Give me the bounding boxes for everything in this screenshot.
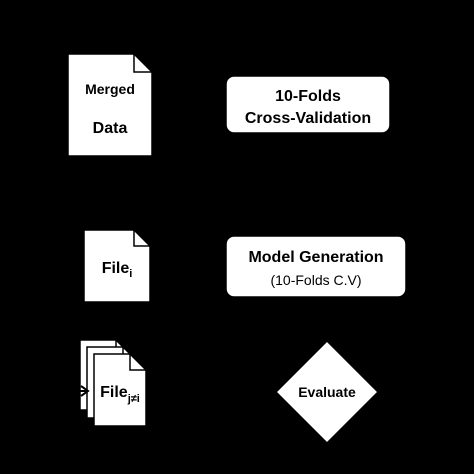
merged-data-document: Merged Data [67,53,153,157]
cross-validation-box-shape [225,75,391,134]
file-j-document-front [93,353,147,427]
file-i-document-fold [133,230,150,247]
file-i-document: Filei [83,229,151,303]
file-i-label-subscript: i [129,268,132,280]
merged-data-document-fold [133,54,152,73]
model-generation-title: Model Generation [248,249,383,266]
file-i-label: Filei [102,260,133,280]
evaluate-label: Evaluate [298,384,356,400]
merged-data-document-shape [67,53,153,157]
merged-data-label-line1: Merged [85,81,135,97]
file-j-label-base: File [100,384,128,401]
file-j-label: Filej≠i [100,384,140,405]
file-j-label-subscript: j≠i [127,393,140,405]
cross-validation-box: 10-Folds Cross-Validation [225,75,391,134]
file-j-document-stack: Filej≠i [72,339,147,427]
model-generation-box: Model Generation (10-Folds C.V) [225,235,407,298]
evaluate-decision: Evaluate [274,339,380,445]
merged-data-label-line2: Data [93,120,128,137]
file-i-document-shape [83,229,151,303]
evaluate-diamond-shape [274,339,380,445]
model-generation-subtitle: (10-Folds C.V) [270,272,361,288]
cross-validation-label-line2: Cross-Validation [245,110,371,127]
cross-validation-label-line1: 10-Folds [275,88,341,105]
file-j-document-front-fold [129,354,146,371]
file-i-label-base: File [102,260,130,277]
arrow-into-file-j [72,385,90,397]
model-generation-box-shape [225,235,407,298]
